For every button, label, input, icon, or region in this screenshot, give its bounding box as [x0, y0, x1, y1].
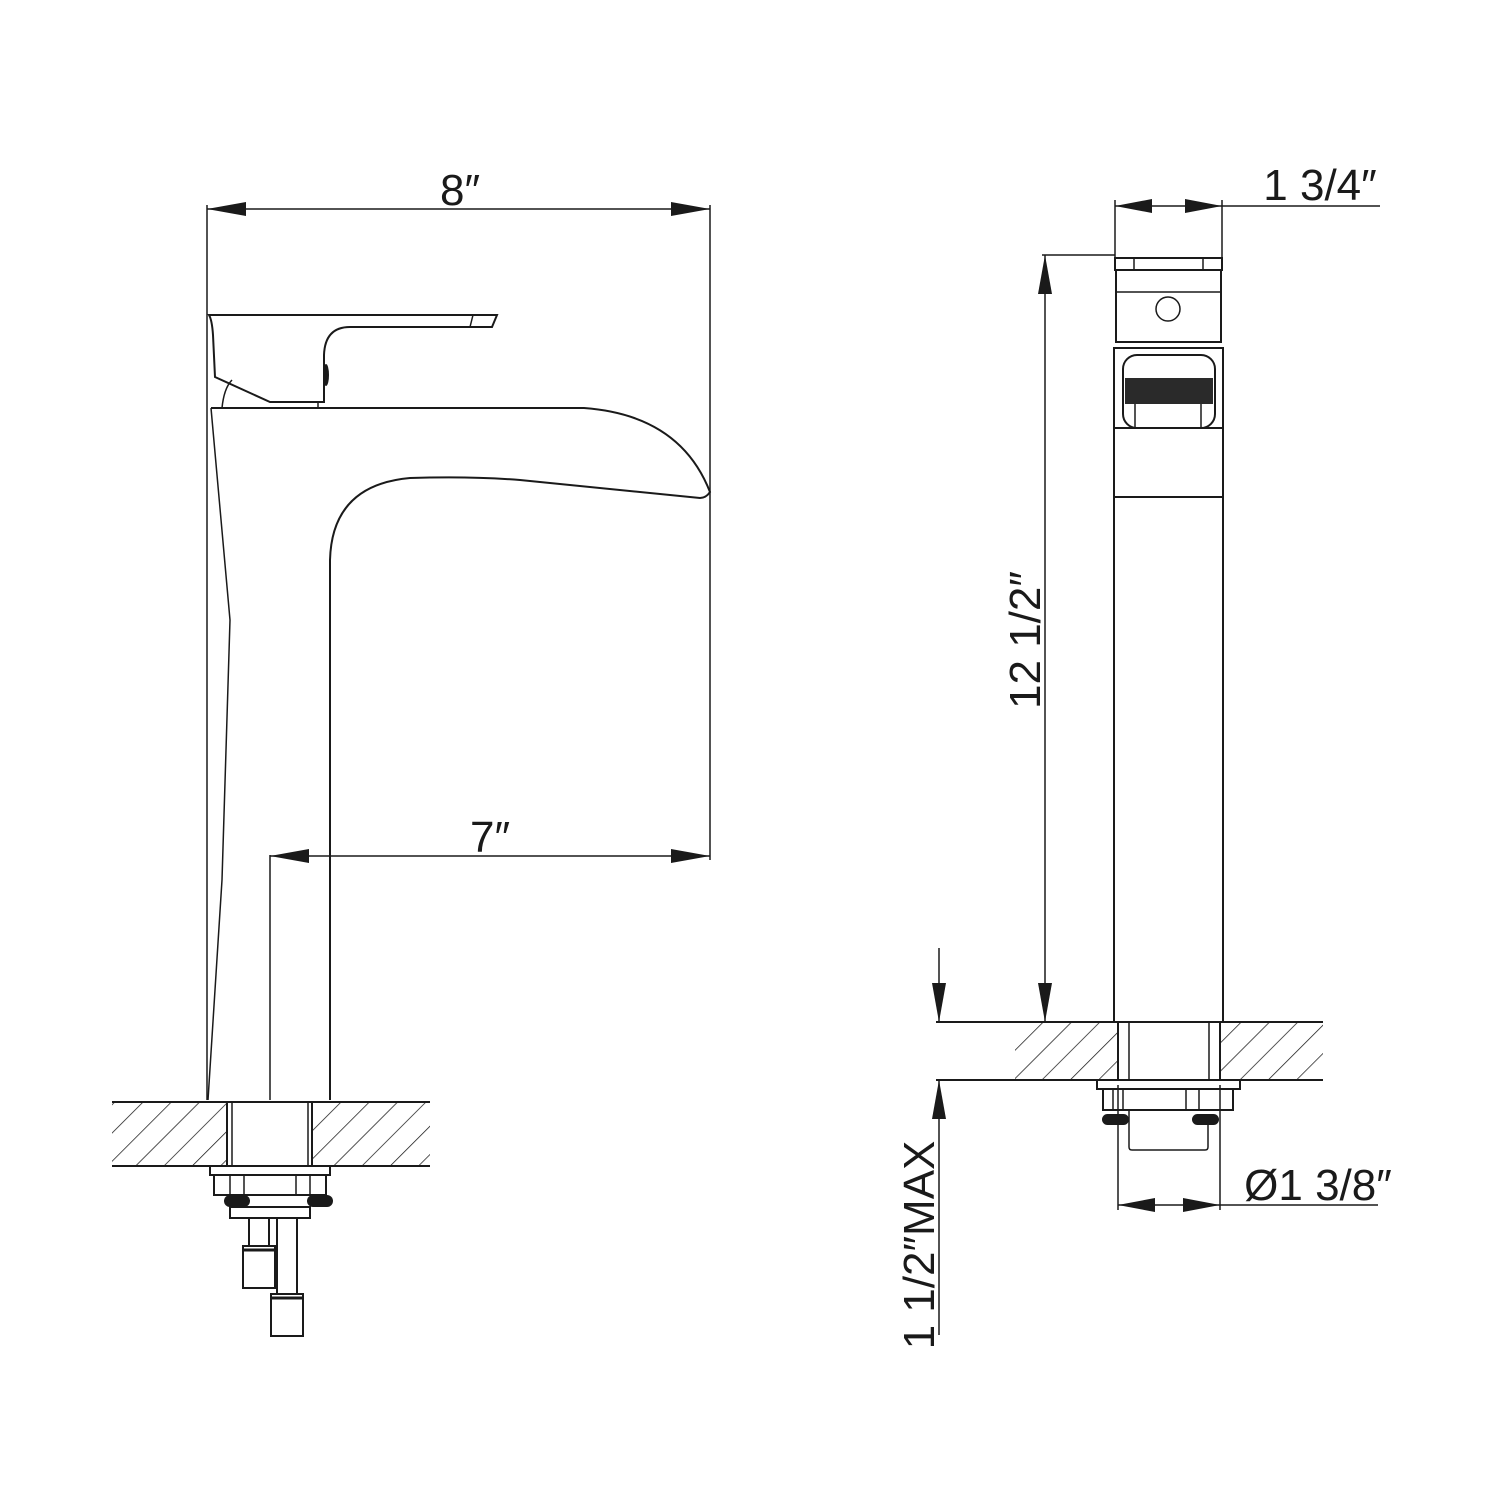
dim-label-mounting-hole: Ø1 3/8″ [1244, 1161, 1392, 1210]
mounting-hardware-right [1096, 1079, 1241, 1151]
screw-hole-icon [1155, 296, 1181, 322]
arrow-left-icon [207, 202, 246, 216]
arrow-left-icon [1115, 199, 1152, 213]
dim-label-overall-width: 8″ [440, 166, 480, 215]
arrow-down-icon [932, 983, 946, 1022]
mounting-hardware-left [209, 1165, 333, 1337]
arrow-left-icon [1118, 1198, 1155, 1212]
faucet-body [206, 407, 712, 1101]
arrow-right-icon [1185, 199, 1222, 213]
arrow-up-icon [932, 1080, 946, 1119]
dim-label-spout-reach: 7″ [470, 813, 510, 862]
dim-label-body-width: 1 3/4″ [1263, 161, 1376, 210]
dimension-overall-width: 8″ [206, 166, 711, 860]
dimension-height: 12 1/2″ [1001, 254, 1115, 1022]
arrow-left-icon [270, 849, 309, 863]
arrow-right-icon [671, 202, 710, 216]
side-view: 8″ 7″ [112, 166, 712, 1337]
deck-section-right [936, 1021, 1323, 1081]
front-handle [1114, 257, 1223, 343]
front-grille [1113, 347, 1224, 498]
arrow-down-icon [1038, 983, 1052, 1022]
dimension-deck-thickness: 1 1/2″MAX [895, 948, 946, 1349]
faucet-handle [207, 314, 499, 409]
arrow-up-icon [1038, 255, 1052, 294]
front-view: 1 3/4″ 12 1 [895, 161, 1392, 1349]
dimension-spout-reach: 7″ [270, 813, 710, 863]
dim-label-deck-thickness: 1 1/2″MAX [895, 1141, 944, 1350]
dimension-body-width: 1 3/4″ [1114, 161, 1380, 258]
deck-section-left [112, 1101, 430, 1167]
dim-label-height: 12 1/2″ [1001, 571, 1050, 709]
arrow-right-icon [1183, 1198, 1220, 1212]
arrow-right-icon [671, 849, 710, 863]
dimension-mounting-hole: Ø1 3/8″ [1117, 1085, 1392, 1212]
